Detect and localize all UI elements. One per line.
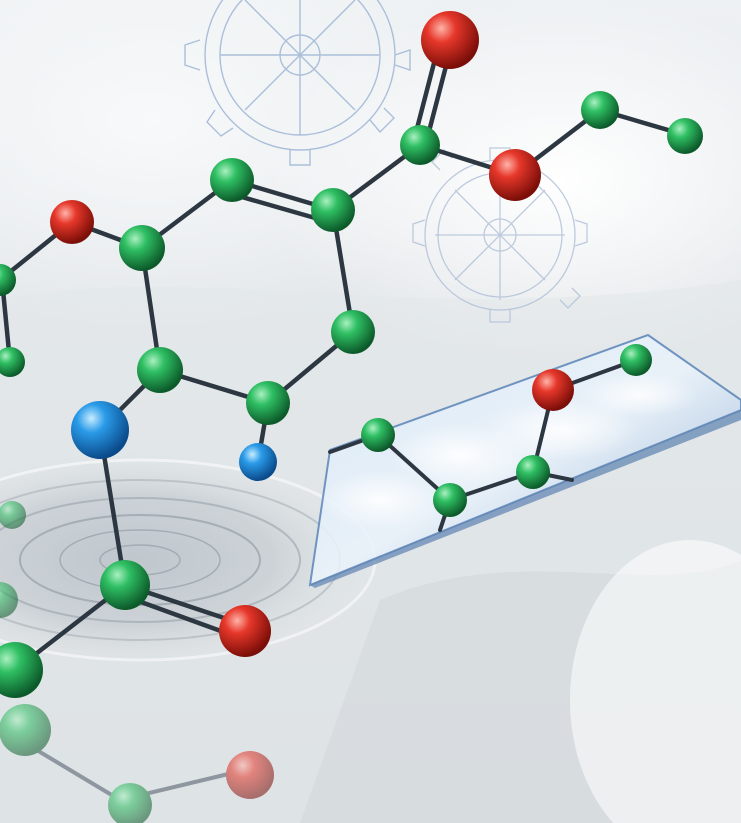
carbon-atom	[137, 347, 183, 393]
carbon-atom	[100, 560, 150, 610]
carbon-atom	[516, 455, 550, 489]
carbon-atom	[311, 188, 355, 232]
carbon-atom	[0, 347, 25, 377]
atoms	[0, 11, 703, 698]
carbon-atom	[246, 381, 290, 425]
molecule-reflection	[0, 501, 274, 823]
oxygen-atom	[532, 369, 574, 411]
carbon-atom	[400, 125, 440, 165]
carbon-atom	[581, 91, 619, 129]
oxygen-atom	[50, 200, 94, 244]
carbon-atom	[0, 642, 43, 698]
carbon-atom	[667, 118, 703, 154]
carbon-atom	[119, 225, 165, 271]
nitrogen-atom	[239, 443, 277, 481]
oxygen-atom	[219, 605, 271, 657]
oxygen-atom	[489, 149, 541, 201]
oxygen-atom	[421, 11, 479, 69]
gear-wireframe-top	[184, 0, 411, 166]
carbon-atom	[0, 264, 16, 296]
carbon-atom	[433, 483, 467, 517]
background-highlight	[570, 540, 741, 823]
carbon-atom	[331, 310, 375, 354]
carbon-atom	[361, 418, 395, 452]
carbon-atom	[620, 344, 652, 376]
carbon-atom	[210, 158, 254, 202]
nitrogen-atom	[71, 401, 129, 459]
